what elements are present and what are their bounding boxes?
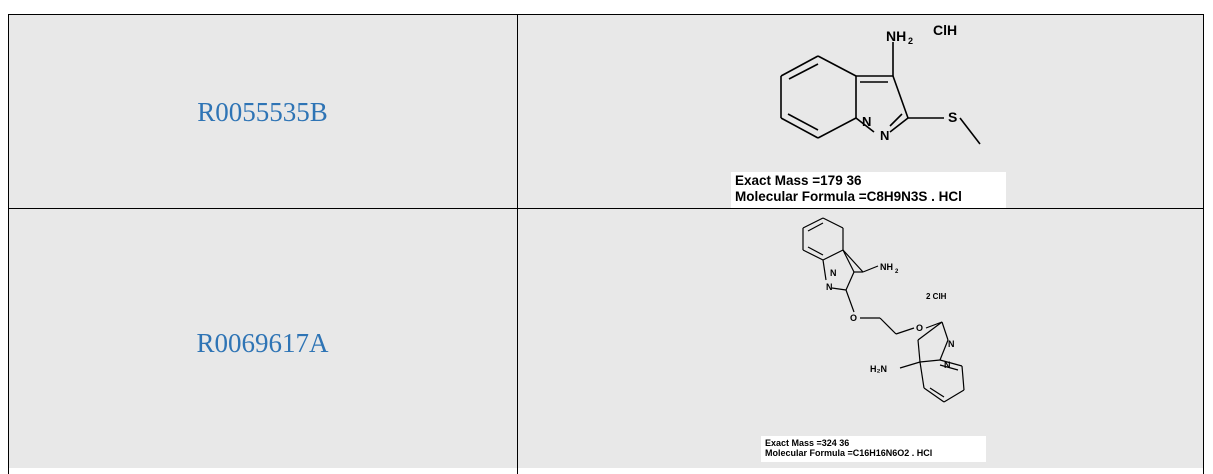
ring-nitrogen-label: N <box>948 339 955 349</box>
chemical-structure-2: NH 2 2 ClH N N O O N N H₂N <box>802 217 965 403</box>
molecular-formula: Molecular Formula =C8H9N3S . HCl <box>735 189 962 204</box>
structure-caption: Exact Mass =324 36 Molecular Formula =C1… <box>761 436 986 462</box>
amine-label: NH <box>886 28 906 44</box>
ring-nitrogen-label: N <box>862 114 871 129</box>
molecular-formula: Molecular Formula =C16H16N6O2 . HCl <box>765 448 933 458</box>
chemical-structure-1: NH 2 ClH N N S <box>780 22 981 145</box>
amine-subscript: 2 <box>895 269 899 275</box>
salt-label: 2 ClH <box>926 292 947 301</box>
compound-code: R0069617A <box>196 328 329 358</box>
ring-nitrogen-label: N <box>880 128 889 143</box>
ring-nitrogen-label: N <box>830 268 837 278</box>
exact-mass: Exact Mass =324 36 <box>765 438 850 448</box>
amine-label: H₂N <box>870 364 887 374</box>
table-row: R0069617A <box>8 208 1204 468</box>
amine-subscript: 2 <box>908 36 913 46</box>
table-row: R0055535B <box>8 14 1204 208</box>
table-border-right <box>1203 14 1204 474</box>
ring-nitrogen-label: N <box>826 282 833 292</box>
exact-mass: Exact Mass =179 36 <box>735 173 862 188</box>
sulfur-label: S <box>948 109 957 125</box>
table-column-divider <box>517 14 518 474</box>
salt-label: ClH <box>933 22 957 38</box>
ring-nitrogen-label: N <box>944 360 951 370</box>
table-border-left <box>8 14 9 474</box>
compound-table: R0055535B R0069617A <box>8 14 1204 474</box>
amine-label: NH <box>880 262 893 272</box>
compound-code: R0055535B <box>197 97 328 127</box>
structure-caption: Exact Mass =179 36 Molecular Formula =C8… <box>731 172 1006 208</box>
oxygen-label: O <box>850 313 857 323</box>
oxygen-label: O <box>916 323 923 333</box>
